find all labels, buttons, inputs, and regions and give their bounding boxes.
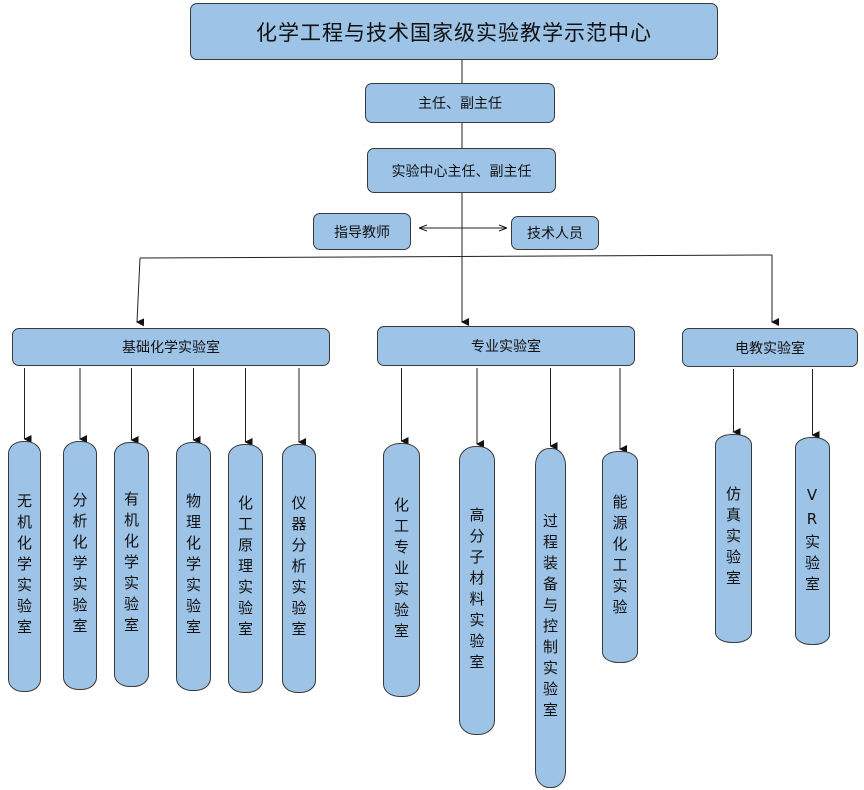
lab-box: 仪器分析实验室 (282, 444, 316, 693)
lab-label: 物理化学实验室 (184, 493, 202, 640)
group-basic-chem: 基础化学实验室 (12, 328, 330, 366)
lab-label: VR实验室 (803, 485, 821, 597)
lab-box: 有机化学实验室 (114, 442, 149, 687)
lab-label: 过程装备与控制实验室 (541, 513, 559, 723)
lab-label: 无机化学实验室 (15, 493, 33, 640)
group-audiovisual: 电教实验室 (682, 328, 858, 367)
lab-box: VR实验室 (795, 437, 830, 645)
connector-horizontal (139, 254, 773, 259)
lab-box: 能源化工实验 (602, 451, 638, 663)
lab-box: 化工原理实验室 (228, 444, 263, 693)
lab-box: 过程装备与控制实验室 (535, 448, 566, 788)
lab-label: 分析化学实验室 (70, 492, 89, 639)
lab-label: 高分子材料实验室 (467, 506, 486, 675)
lab-label: 仿真实验室 (724, 486, 742, 591)
group-professional: 专业实验室 (377, 326, 635, 366)
lab-label: 能源化工实验 (610, 494, 629, 620)
center-director-box: 实验中心主任、副主任 (367, 148, 556, 193)
lab-label: 化工原理实验室 (236, 495, 254, 642)
lab-box: 化工专业实验室 (383, 443, 420, 697)
lab-label: 仪器分析实验室 (289, 495, 308, 642)
lab-box: 无机化学实验室 (8, 441, 41, 692)
lab-box: 仿真实验室 (715, 434, 752, 643)
lab-box: 物理化学实验室 (176, 442, 211, 691)
director-box: 主任、副主任 (365, 83, 555, 123)
instructors-box: 指导教师 (313, 213, 411, 250)
center-title: 化学工程与技术国家级实验教学示范中心 (190, 3, 718, 60)
lab-label: 有机化学实验室 (122, 491, 140, 638)
connector-to-basic (136, 257, 145, 327)
technicians-box: 技术人员 (511, 216, 599, 250)
lab-label: 化工专业实验室 (392, 496, 410, 644)
lab-box: 高分子材料实验室 (459, 446, 495, 735)
lab-box: 分析化学实验室 (63, 441, 97, 690)
